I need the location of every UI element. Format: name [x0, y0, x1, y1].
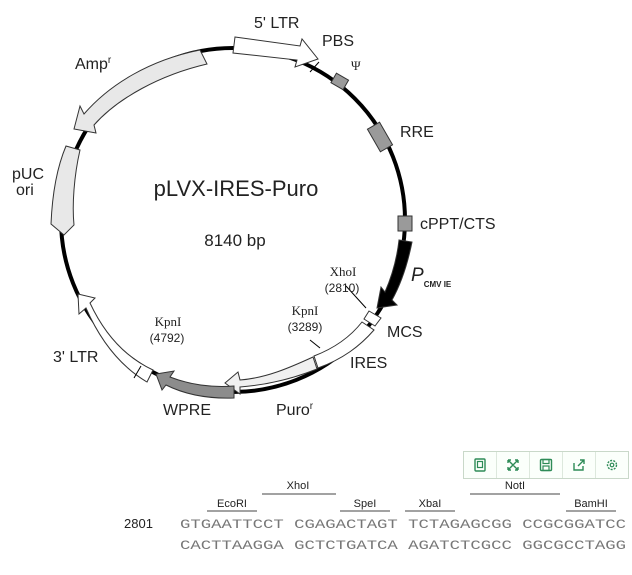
cmv-promoter-feature: [376, 239, 413, 309]
mcs-enzyme-xbai: XbaI: [419, 498, 442, 510]
map-toolbar: [463, 451, 629, 479]
mcs-enzyme-ecori: EcoRI: [217, 498, 247, 510]
wpre-feature: [155, 370, 235, 399]
rre-label: RRE: [400, 124, 434, 141]
ampr-label: Ampr: [75, 55, 112, 73]
puror-label: Puror: [276, 401, 314, 419]
ltr5-feature: [232, 36, 319, 68]
sequence-top-strand: GTGAATTCCT CGAGACTAGT TCTAGAGCGG CCGCGGA…: [180, 517, 626, 532]
rre-feature: [366, 121, 394, 153]
psi-label: Ψ: [351, 58, 361, 73]
pcmv-label: PCMV IE: [411, 265, 452, 289]
pbs-label: PBS: [322, 33, 354, 50]
settings-button[interactable]: [596, 452, 628, 478]
mcs-enzyme-xhoi: XhoI: [287, 480, 310, 492]
xhoi-site-position: (2810): [325, 281, 360, 295]
ltr3-label: 3' LTR: [53, 349, 98, 366]
kpni-4792-tick: [133, 365, 142, 379]
ires-feature: [313, 321, 375, 369]
plasmid-name: pLVX-IRES-Puro: [154, 176, 319, 201]
ltr5-label: 5' LTR: [254, 15, 299, 32]
xhoi-site-name: XhoI: [330, 264, 357, 279]
save-icon: [539, 458, 553, 472]
mcs-enzyme-bamhi: BamHI: [574, 498, 608, 510]
copy-icon: [474, 458, 486, 472]
sequence-bottom-strand: CACTTAAGGA GCTCTGATCA AGATCTCGCC GGCGCCT…: [180, 538, 626, 553]
mcs-label: MCS: [387, 324, 423, 341]
share-icon: [573, 459, 585, 471]
mcs-enzyme-spei: SpeI: [354, 498, 377, 510]
save-button[interactable]: [530, 452, 563, 478]
puc-ori-feature: [50, 145, 81, 236]
pbs-tick: [309, 61, 320, 73]
plasmid-size: 8140 bp: [204, 231, 265, 250]
mcs-feature: [363, 310, 382, 327]
xhoi-tick: [345, 285, 367, 309]
psi-feature: [330, 72, 350, 91]
expand-button[interactable]: [497, 452, 530, 478]
kpni-3289-tick: [309, 339, 321, 349]
kpni-left-site-position: (4792): [150, 331, 185, 345]
cppt-label: cPPT/CTS: [420, 216, 496, 233]
kpni-mid-site-position: (3289): [288, 320, 323, 334]
mcs-sequence-block: XhoI NotI EcoRI SpeI XbaI BamHI 2801 GTG…: [124, 480, 626, 553]
wpre-label: WPRE: [163, 402, 211, 419]
ires-label: IRES: [350, 355, 387, 372]
settings-icon: [606, 459, 618, 471]
sequence-position: 2801: [124, 516, 153, 531]
kpni-left-site-name: KpnI: [155, 314, 182, 329]
puc-label-line1: pUC: [12, 166, 44, 183]
copy-button[interactable]: [464, 452, 497, 478]
mcs-enzyme-noti: NotI: [505, 480, 525, 492]
cppt-feature: [397, 215, 413, 232]
ampr-feature: [73, 49, 208, 134]
kpni-mid-site-name: KpnI: [292, 303, 319, 318]
ltr3-feature: [77, 293, 154, 383]
expand-icon: [507, 459, 519, 471]
puc-label-line2: ori: [16, 182, 34, 199]
share-button[interactable]: [563, 452, 596, 478]
